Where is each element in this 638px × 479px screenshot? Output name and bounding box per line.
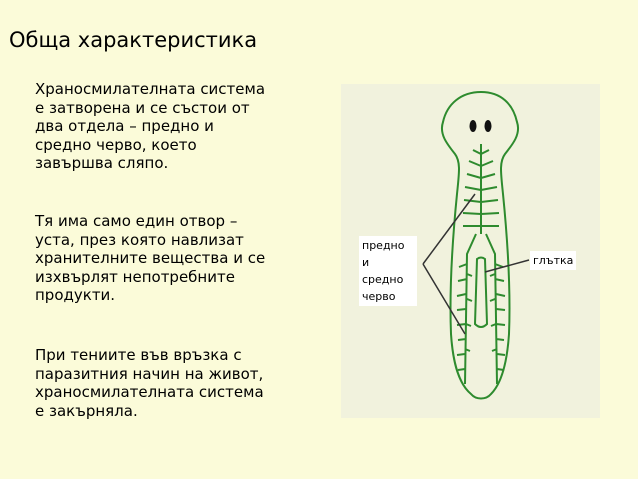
flatworm-illustration: [422, 90, 530, 400]
slide-title: Обща характеристика: [9, 28, 258, 52]
label-line: черво: [362, 290, 396, 303]
right-eye: [484, 120, 492, 132]
text-line: средно черво, което: [35, 135, 197, 154]
paragraph-single-opening: Тя има само един отвор – уста, през коят…: [35, 212, 345, 305]
paragraph-tapeworms: При тениите във връзка с паразитния начи…: [35, 346, 345, 420]
text-line: Храносмилателната система: [35, 80, 266, 98]
text-line: паразитния начин на живот,: [35, 364, 264, 383]
text-line: завършва сляпо.: [35, 154, 169, 172]
left-posterior-gut: [456, 233, 477, 385]
pointer-front-gut: [422, 193, 476, 265]
label-pharynx: глътка: [530, 251, 577, 270]
text-line: Тя има само един отвор –: [35, 212, 238, 230]
anterior-gut: [462, 144, 500, 234]
pharynx: [473, 256, 489, 328]
pointer-pharynx: [484, 259, 530, 273]
text-line: При тениите във връзка с: [35, 346, 242, 364]
text-line: хранителните вещества и се: [35, 249, 266, 267]
body-outline: [441, 90, 519, 400]
text-line: храносмилателната система: [35, 383, 264, 401]
text-line: уста, през която навлизат: [35, 230, 244, 249]
text-line: продукти.: [35, 286, 116, 304]
text-line: е закърняла.: [35, 401, 138, 420]
label-line: средно: [362, 273, 404, 286]
pointer-mid-gut: [422, 263, 466, 335]
paragraph-digestive-system: Храносмилателната система е затворена и …: [35, 80, 345, 173]
label-front-mid-gut: предно и средно черво: [359, 236, 417, 306]
right-posterior-gut: [485, 233, 506, 385]
text-line: е затворена и се състои от: [35, 98, 250, 117]
left-eye: [469, 120, 477, 132]
label-line: и: [362, 256, 370, 269]
label-line: предно: [362, 239, 405, 252]
text-line: изхвърлят непотребните: [35, 267, 235, 286]
text-line: два отдела – предно и: [35, 117, 214, 135]
